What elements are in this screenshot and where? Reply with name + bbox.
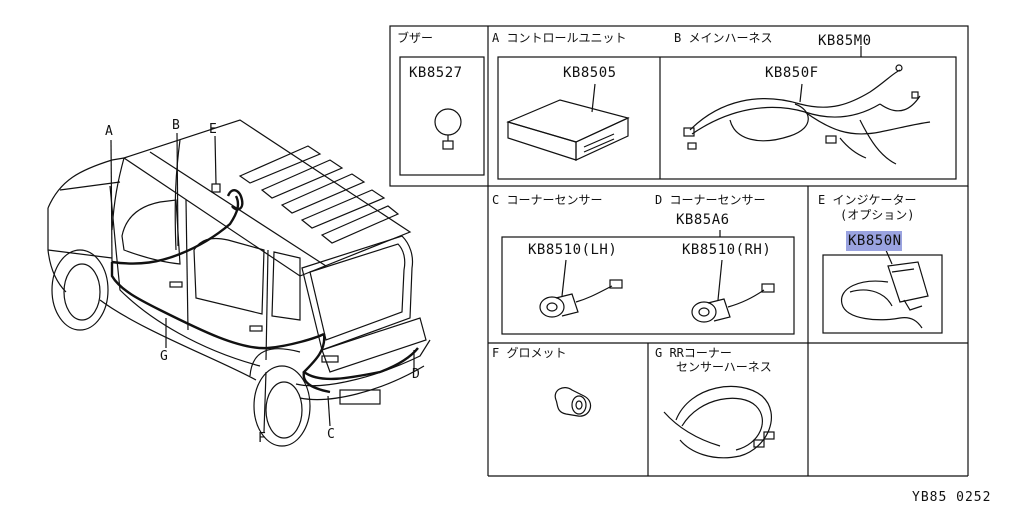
indicator-title: E インジケーター <box>818 193 917 207</box>
callout-c: C <box>327 427 335 442</box>
rr-harness-title: G RRコーナー <box>655 346 732 360</box>
corner-sensor-rh-drawing <box>691 259 775 323</box>
grommet-title: F グロメット <box>492 346 567 360</box>
main-harness-drawing <box>683 64 931 165</box>
corner-sensor-c-title: C コーナーセンサー <box>492 193 603 207</box>
indicator-subtitle: (オプション) <box>840 208 915 222</box>
corner-sensor-rh-code: KB8510(RH) <box>682 242 772 258</box>
control-unit-drawing <box>506 83 630 161</box>
control-unit-code: KB8505 <box>563 65 617 81</box>
buzzer-drawing <box>434 108 462 150</box>
callout-e: E <box>209 122 217 137</box>
callout-a: A <box>105 124 113 139</box>
callout-leaders <box>110 132 415 433</box>
corner-sensor-lh-drawing <box>539 259 623 318</box>
harness-routing <box>110 189 419 394</box>
corner-sensor-set-code: KB85A6 <box>676 212 730 228</box>
main-harness-code: KB85M0 <box>818 33 872 49</box>
callout-d: D <box>412 367 420 382</box>
main-harness-inner-code: KB850F <box>765 65 819 81</box>
indicator-drawing <box>841 247 929 329</box>
callout-g: G <box>160 349 168 364</box>
rr-harness-subtitle: センサーハーネス <box>676 360 772 374</box>
parts-table-grid <box>389 25 969 477</box>
diagram-reference: YB85 0252 <box>912 490 992 505</box>
indicator-code: KB850N <box>848 233 902 249</box>
rr-harness-drawing <box>663 385 775 459</box>
grommet-drawing <box>554 387 592 417</box>
corner-sensor-lh-code: KB8510(LH) <box>528 242 618 258</box>
corner-sensor-d-title: D コーナーセンサー <box>655 193 766 207</box>
callout-f: F <box>258 431 266 446</box>
control-unit-title: A コントロールユニット <box>492 31 627 45</box>
indicator-code-highlight <box>846 231 902 251</box>
buzzer-code: KB8527 <box>409 65 463 81</box>
callout-b: B <box>172 118 180 133</box>
vehicle-drawing <box>47 119 431 447</box>
buzzer-title: ブザー <box>397 31 434 45</box>
main-harness-title: B メインハーネス <box>674 31 773 45</box>
